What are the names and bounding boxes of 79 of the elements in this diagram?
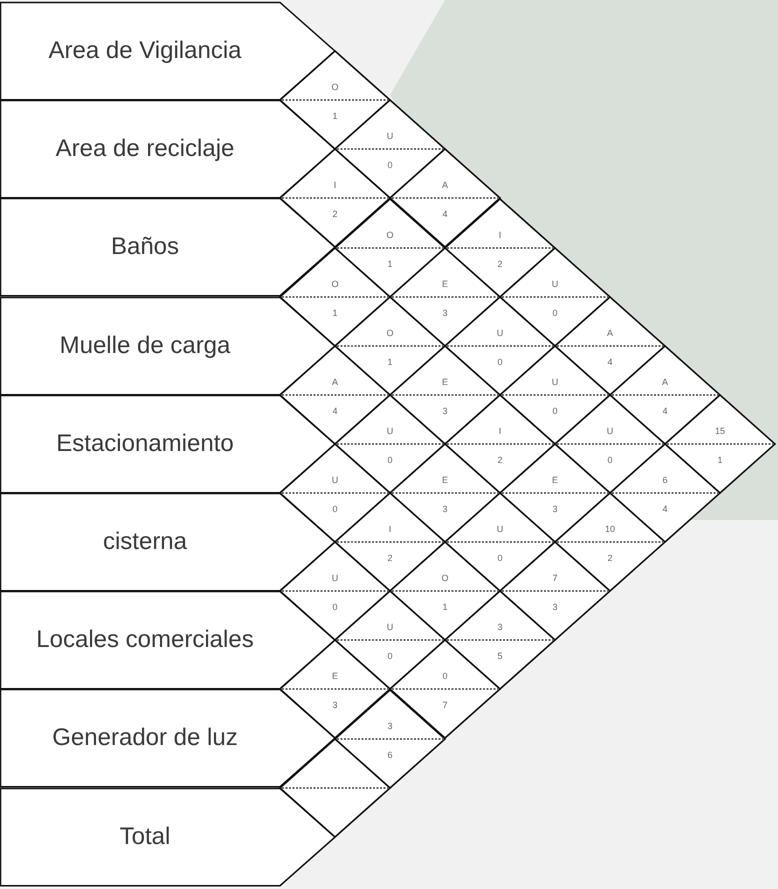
relationship-code: A	[606, 328, 614, 338]
relationship-value: 2	[331, 209, 338, 220]
relationship-value: 0	[496, 553, 504, 564]
relationship-code: 3	[386, 720, 394, 730]
relationship-value: 3	[441, 504, 448, 514]
relationship-code: I	[498, 230, 502, 240]
relationship-value: 1	[386, 356, 394, 367]
relationship-value: 0	[551, 308, 558, 318]
relationship-value: 3	[441, 308, 448, 318]
relationship-value: 0	[606, 454, 614, 465]
relationship-value: 0	[331, 602, 338, 612]
relationship-code: O	[385, 230, 394, 240]
relationship-code: A	[440, 180, 449, 190]
relationship-value: 0	[386, 651, 394, 662]
relationship-code: O	[440, 573, 450, 584]
relationship-value: 6	[386, 750, 394, 760]
relationship-code: E	[330, 671, 339, 682]
relationship-code: O	[385, 328, 394, 338]
relationship-code: U	[550, 278, 560, 289]
area-name: Muelle de carga	[58, 332, 232, 360]
relationship-value: 3	[551, 602, 558, 612]
area-name: Locales comerciales	[35, 626, 255, 654]
relationship-value: 4	[661, 406, 668, 416]
relationship-value: 5	[496, 651, 504, 662]
relationship-code: U	[550, 376, 560, 387]
relationship-code: I	[332, 180, 338, 190]
relationship-value: 1	[441, 602, 448, 612]
relationship-code: 10	[604, 524, 616, 534]
relationship-code: 6	[661, 475, 668, 485]
relationship-code: U	[496, 524, 504, 534]
relationship-code: U	[496, 328, 504, 338]
relationship-value: 4	[441, 209, 448, 220]
area-name: Area de reciclaje	[54, 135, 236, 164]
relationship-code: 15	[714, 426, 726, 436]
relationship-value: 3	[441, 406, 448, 416]
relationship-code: U	[606, 426, 614, 436]
relationship-code: E	[550, 475, 559, 485]
relationship-value: 7	[441, 700, 448, 710]
relationship-value: 1	[386, 258, 394, 268]
relationship-code: U	[386, 426, 394, 436]
area-name: Area de Vigilancia	[47, 37, 243, 66]
relationship-value: 0	[386, 160, 394, 170]
area-name: Baños	[110, 233, 180, 262]
area-name: Total	[118, 822, 172, 851]
relationship-value: 2	[496, 258, 504, 268]
relationship-value: 4	[661, 504, 668, 514]
relationship-value: 2	[496, 454, 504, 465]
relationship-code: U	[386, 622, 394, 632]
relationship-value: 3	[331, 700, 338, 710]
relationship-code: I	[388, 524, 392, 534]
relationship-value: 4	[606, 356, 614, 367]
relationship-value: 0	[386, 454, 394, 465]
relationship-value: 0	[551, 406, 558, 416]
relationship-code: O	[330, 278, 340, 289]
area-name: Generador de luz	[51, 724, 239, 752]
relationship-value: 2	[386, 553, 394, 564]
relationship-value: 0	[496, 356, 504, 367]
relationship-code: E	[440, 475, 449, 485]
relationship-code: U	[330, 475, 340, 485]
relationship-code: 0	[441, 671, 448, 682]
relationship-code: U	[386, 131, 394, 142]
relationship-value: 2	[606, 553, 614, 564]
relationship-code: O	[330, 82, 340, 92]
relationship-code: 7	[551, 573, 558, 584]
area-name: cisterna	[102, 528, 188, 556]
area-name: Estacionamiento	[55, 430, 235, 458]
relationship-value: 3	[551, 504, 558, 514]
relationship-value: 1	[331, 111, 338, 122]
relationship-value: 1	[716, 454, 724, 465]
relationship-value: 1	[331, 308, 338, 318]
relationship-code: U	[330, 573, 340, 584]
relationship-code: A	[660, 376, 669, 387]
relationship-code: E	[440, 278, 449, 289]
relationship-code: 3	[496, 622, 504, 632]
relationship-code: A	[330, 376, 339, 387]
relationship-code: I	[498, 426, 502, 436]
relationship-code: E	[440, 376, 449, 387]
relationship-value: 4	[331, 406, 338, 416]
relationship-value: 0	[331, 504, 338, 514]
